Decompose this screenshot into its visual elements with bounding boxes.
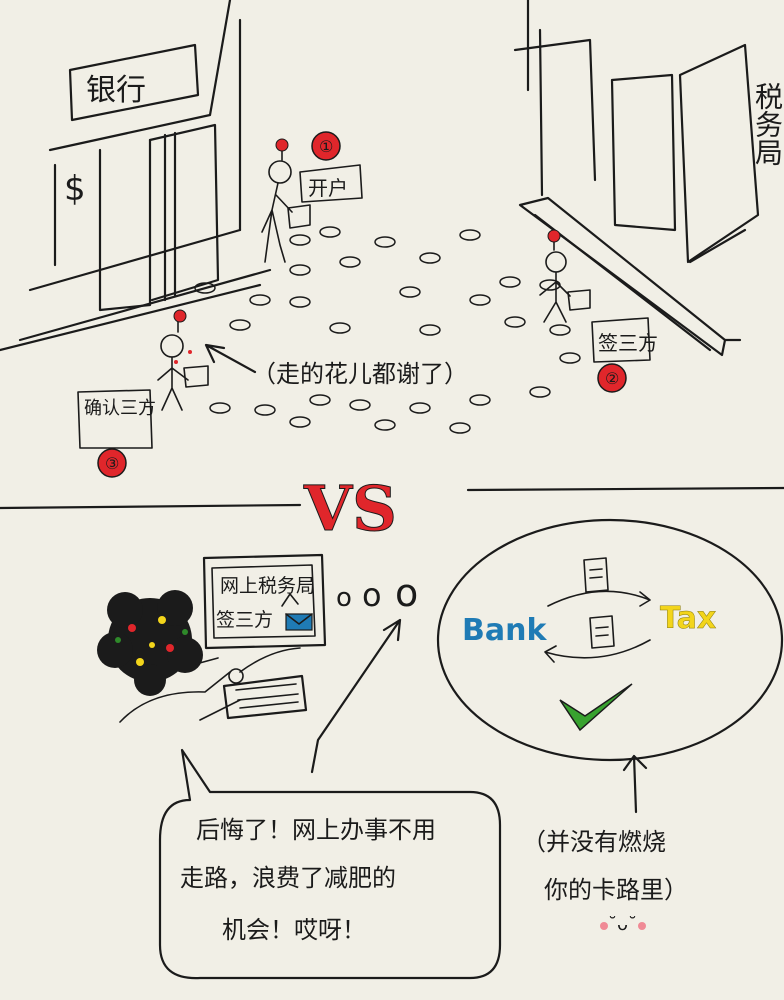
- speech-line-2: 走路，浪费了减肥的: [180, 864, 396, 892]
- cheek-left: [600, 922, 608, 930]
- speech-line-3: 机会！哎呀！: [222, 916, 366, 944]
- caption: （走的花儿都谢了）: [252, 360, 468, 388]
- stick-figure-2: [539, 229, 591, 323]
- step-1-badge: [311, 131, 341, 161]
- mouse-cable: [239, 647, 301, 673]
- tax-office-building: [513, 0, 760, 357]
- bank-sign: 银行: [86, 73, 146, 108]
- screen-title: 网上税务局: [220, 575, 315, 597]
- note-line-2: 你的卡路里）: [544, 876, 688, 904]
- arrow-to-tax: [547, 590, 651, 607]
- divider-right: [466, 486, 784, 492]
- step-2-label: 签三方: [598, 331, 658, 355]
- thought-bubble-3: o: [395, 571, 418, 615]
- arrow-to-bank: [544, 639, 651, 663]
- note-arrow: [622, 754, 648, 814]
- divider-left: [0, 503, 302, 510]
- step-3-badge: [97, 448, 127, 478]
- vs-label: VS: [303, 472, 397, 545]
- step-2-badge: [597, 363, 627, 393]
- smile-face: ˘ᴗ˘: [608, 914, 637, 935]
- step-1-box: [299, 164, 363, 203]
- speech-line-1: 后悔了！网上办事不用: [196, 816, 436, 844]
- pointer-arrow: [310, 618, 402, 774]
- thought-bubble-2: o: [362, 576, 382, 614]
- step-3-number: ③: [105, 454, 119, 473]
- document-2-icon: [589, 615, 615, 649]
- step-3-box: [77, 389, 153, 449]
- caption-arrow: [204, 343, 257, 374]
- monitor-screen: [211, 564, 316, 639]
- footprints: [194, 226, 581, 434]
- step-3-label-text: 确认三方: [84, 398, 156, 419]
- step-3-label: 确认三方: [84, 398, 156, 419]
- monitor: [202, 553, 327, 650]
- stick-figure-1: [261, 138, 311, 263]
- screen-sign-label[interactable]: 签三方: [216, 609, 273, 631]
- speech-bubble: [158, 748, 502, 980]
- thought-bubble-1: o: [336, 583, 352, 613]
- bank-label: Bank: [462, 613, 547, 648]
- step-1-label: 开户: [308, 176, 348, 200]
- cursor-icon: [281, 593, 299, 607]
- woman-at-computer: [97, 590, 244, 723]
- step-2-number: ②: [605, 369, 619, 388]
- tax-office-sign-1: 税务局: [700, 82, 784, 166]
- cheek-right: [638, 922, 646, 930]
- note-line-1: （并没有燃烧: [522, 828, 666, 856]
- bank-tax-oval: [436, 518, 784, 762]
- step-1-number: ①: [319, 137, 333, 156]
- dollar-sign: $: [64, 169, 86, 209]
- document-1-icon: [583, 557, 609, 593]
- step-2-box: [591, 317, 651, 363]
- stick-figure-3: [157, 309, 209, 411]
- bank-building: [0, 0, 272, 352]
- checkmark-icon: [559, 683, 633, 732]
- keyboard: [222, 674, 308, 720]
- tax-office-sign: 税务局: [700, 82, 784, 166]
- tax-label: Tax: [660, 601, 716, 636]
